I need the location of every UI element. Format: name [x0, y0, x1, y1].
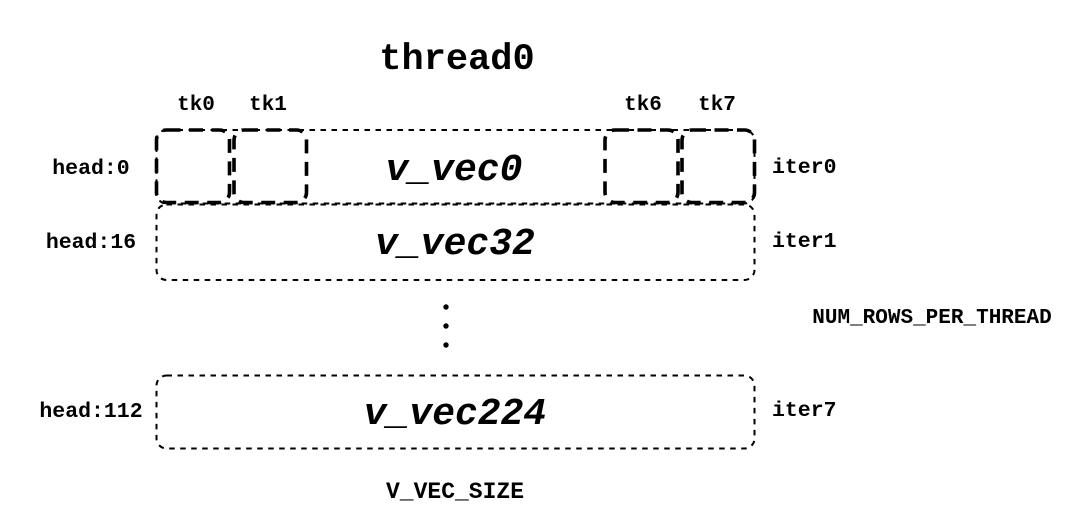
svg-text:iter7: iter7: [772, 399, 837, 423]
svg-text:thread0: thread0: [379, 39, 534, 81]
svg-text:v_vec224: v_vec224: [364, 393, 546, 436]
svg-text:head:16: head:16: [46, 231, 136, 255]
svg-text:head:0: head:0: [52, 157, 129, 181]
svg-text:iter1: iter1: [772, 230, 837, 254]
svg-text:tk7: tk7: [698, 94, 736, 117]
svg-text:iter0: iter0: [772, 156, 837, 180]
svg-text:head:112: head:112: [39, 400, 142, 424]
svg-text:v_vec0: v_vec0: [386, 149, 523, 192]
svg-text:V_VEC_SIZE: V_VEC_SIZE: [386, 479, 524, 505]
svg-text:tk1: tk1: [249, 94, 287, 117]
svg-text:tk0: tk0: [177, 94, 215, 117]
svg-text:v_vec32: v_vec32: [375, 223, 535, 266]
svg-text:tk6: tk6: [624, 94, 662, 117]
svg-text:NUM_ROWS_PER_THREAD: NUM_ROWS_PER_THREAD: [812, 307, 1051, 330]
